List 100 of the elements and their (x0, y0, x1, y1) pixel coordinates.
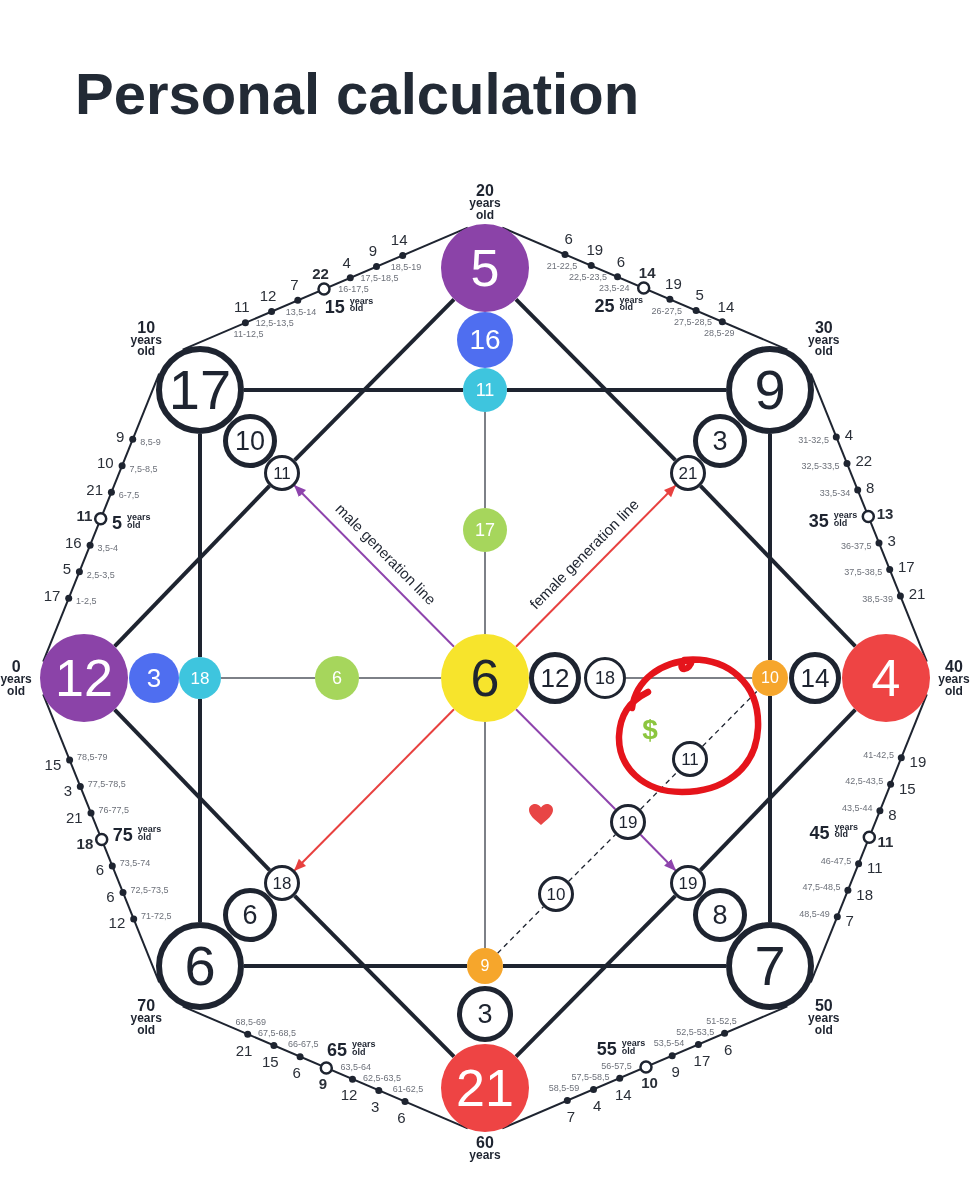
number-label: 7 (290, 277, 299, 292)
age-range-label: 62,5-63,5 (362, 1074, 401, 1083)
age-range-label: 32,5-33,5 (801, 461, 840, 471)
age-range-label: 26-27,5 (651, 306, 682, 316)
age-label: 60 years (468, 1135, 502, 1162)
number-label: 7 (566, 1108, 575, 1124)
age-range-label: 7,5-8,5 (129, 464, 158, 474)
number-label: 11 (877, 833, 894, 849)
number-circle: 21 (670, 455, 706, 491)
age-range-label: 46-47,5 (820, 856, 852, 866)
number-circle: 19 (670, 865, 706, 901)
arrow (293, 484, 455, 648)
age-range-label: 13,5-14 (285, 307, 317, 317)
age-range-label: 16-17,5 (338, 285, 369, 295)
connector-line (699, 484, 857, 648)
number-circle: 12 (529, 652, 581, 704)
number-circle: 3 (457, 986, 513, 1042)
age-label: 20 years old (468, 183, 502, 221)
age-range-label: 76-77,5 (98, 805, 129, 815)
age-range-label: 6-7,5 (118, 490, 140, 500)
number-label: 6 (616, 253, 626, 269)
age-range-label: 71-72,5 (141, 911, 172, 921)
number-label: 21 (86, 481, 103, 497)
number-circle: 6 (156, 922, 244, 1010)
number-circle: 10 (752, 660, 788, 696)
number-label: 4 (844, 426, 854, 442)
age-range-label: 28,5-29 (703, 329, 735, 339)
connector-line (113, 708, 271, 872)
connector-line (515, 708, 617, 811)
number-label: 13 (876, 505, 894, 521)
number-label: 16 (65, 534, 82, 550)
number-label: 14 (717, 298, 735, 314)
number-label: 8 (888, 806, 897, 822)
number-label: 9 (671, 1064, 680, 1079)
age-range-label: 68,5-69 (235, 1017, 267, 1027)
number-label: 8 (866, 479, 875, 495)
number-label: 22 (855, 452, 873, 468)
connector-line (220, 677, 316, 679)
number-circle: 11 (264, 455, 300, 491)
number-circle: 10 (223, 414, 277, 468)
age-range-label: 21-22,5 (546, 261, 578, 271)
dashed-line (496, 906, 545, 954)
connector-line (625, 677, 753, 679)
number-label: 14 (390, 232, 408, 248)
age-range-label: 61-62,5 (392, 1085, 424, 1095)
number-circle: 19 (610, 804, 646, 840)
number-circle: 7 (726, 922, 814, 1010)
number-label: 14 (614, 1086, 632, 1102)
age-range-label: 3,5-4 (97, 543, 118, 553)
number-circle: 18 (584, 657, 626, 699)
age-range-label: 38,5-39 (862, 594, 893, 604)
number-label: 15 (44, 756, 62, 771)
number-label: 6 (106, 888, 115, 904)
octagon-side-line (501, 226, 789, 351)
number-circle: 17 (463, 508, 507, 552)
age-range-label: 57,5-58,5 (571, 1073, 610, 1083)
arrow (639, 833, 677, 872)
number-label: 18 (76, 835, 94, 851)
octagon-side-line (181, 226, 469, 351)
number-label: 3 (371, 1098, 380, 1114)
connector-line (244, 388, 463, 392)
age-range-label: 37,5-38,5 (844, 567, 883, 577)
number-circle: 9 (467, 948, 503, 984)
number-circle: 3 (129, 653, 179, 703)
connector-line (113, 484, 271, 648)
number-label: 15 (899, 780, 916, 796)
age-label: 40 years old (937, 659, 971, 697)
connector-line (484, 721, 486, 949)
age-range-label: 12,5-13,5 (255, 318, 294, 328)
age-range-label: 1-2,5 (76, 596, 97, 606)
number-label: 17 (898, 558, 915, 574)
number-label: 14 (638, 264, 656, 280)
age-range-label: 41-42,5 (863, 750, 894, 760)
age-range-label: 17,5-18,5 (360, 273, 399, 283)
number-label: 19 (586, 242, 604, 258)
number-label: 4 (342, 254, 351, 270)
number-label: 18 (856, 886, 873, 902)
number-label: 19 (909, 753, 927, 769)
number-circle: 6 (441, 634, 529, 722)
arrow (293, 708, 455, 872)
age-range-label: 63,5-64 (340, 1062, 371, 1072)
age-range-label: 77,5-78,5 (87, 779, 126, 789)
number-label: 12 (340, 1087, 358, 1103)
age-range-label: 22,5-23,5 (569, 273, 608, 282)
dashed-line (701, 690, 759, 747)
number-circle: 6 (315, 656, 359, 700)
number-circle: 6 (223, 888, 277, 942)
number-circle: 11 (672, 741, 708, 777)
age-range-label: 31-32,5 (798, 435, 829, 445)
number-label: 10 (97, 454, 114, 470)
age-range-label: 56-57,5 (601, 1061, 632, 1071)
connector-line (198, 434, 202, 657)
connector-line (358, 677, 442, 679)
connector-line (514, 894, 677, 1059)
age-range-label: 27,5-28,5 (674, 317, 712, 327)
connector-line (293, 297, 456, 462)
number-label: 9 (368, 243, 378, 259)
number-label: 17 (693, 1052, 711, 1068)
number-label: 21 (235, 1042, 253, 1058)
octagon-side-line (181, 1005, 469, 1130)
